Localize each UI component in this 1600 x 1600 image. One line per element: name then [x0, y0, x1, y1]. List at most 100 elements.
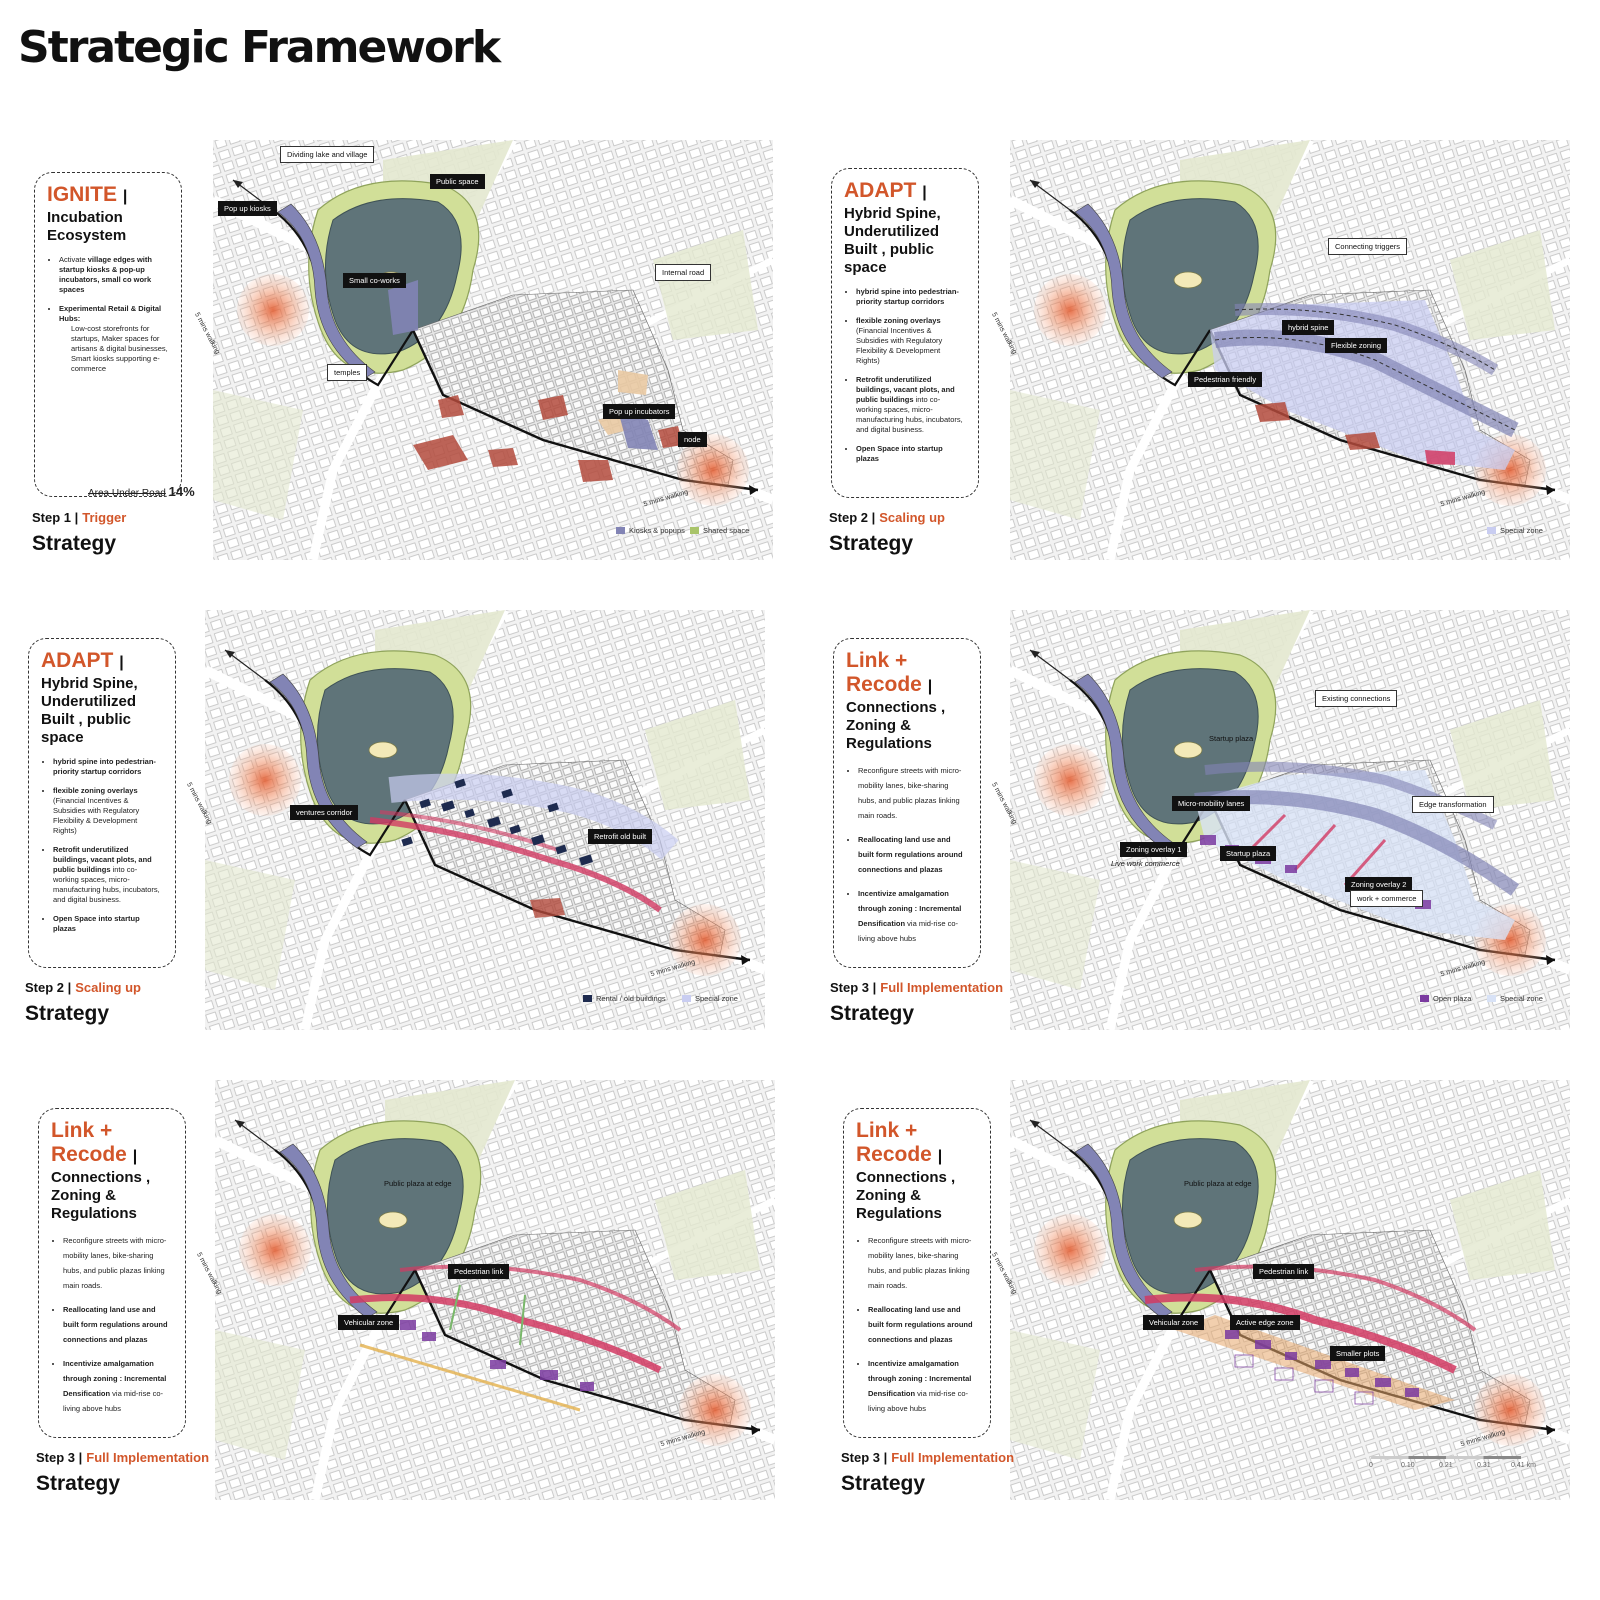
strategy-bullets: Reconfigure streets with micro-mobility … — [51, 1233, 173, 1416]
strategy-bullets: hybrid spine into pedestrian-priority st… — [41, 757, 163, 934]
scale-bar: 0 0.10 0.21 0.31 0.41 km — [1369, 1456, 1541, 1476]
scale-tick: 0.31 — [1477, 1462, 1491, 1469]
strategy-label: Strategy — [25, 1002, 110, 1025]
legend-swatch — [1487, 527, 1496, 534]
callout-pedestrian-friendly: Pedestrian friendly — [1188, 372, 1263, 387]
scale-bar-ruler — [1371, 1456, 1521, 1459]
callout-retrofit-old-built: Retrofit old built — [588, 829, 653, 844]
callout-public-space: Public space — [430, 174, 485, 189]
strategy-heading: IGNITE — [47, 183, 118, 206]
bullet-item: Retrofit underutilized buildings, vacant… — [856, 375, 966, 435]
strategy-label: Strategy — [32, 532, 117, 555]
strategy-label: Strategy — [841, 1472, 926, 1495]
bullet-item: Incentivize amalgamation through zoning … — [63, 1356, 173, 1416]
strategy-heading: Link + — [856, 1119, 918, 1142]
step-label: Step 1 |Trigger — [32, 510, 127, 525]
bullet-item: flexible zoning overlays(Financial Incen… — [856, 316, 966, 366]
bullet-item: hybrid spine into pedestrian-priority st… — [53, 757, 163, 777]
bullet-item: Experimental Retail & Digital Hubs:Low-c… — [59, 304, 169, 374]
scale-tick: 0 — [1369, 1462, 1373, 1469]
callout-pedestrian-link: Pedestrian link — [448, 1264, 510, 1279]
callout-smaller-plots: Smaller plots — [1330, 1346, 1386, 1361]
callout-public-plaza-at-edge: Public plaza at edge — [384, 1179, 452, 1188]
bullet-item: Incentivize amalgamation through zoning … — [858, 886, 968, 946]
strategy-heading-2: Recode — [856, 1143, 932, 1166]
step-label: Step 3 |Full Implementation — [36, 1450, 210, 1465]
callout-connecting-triggers: Connecting triggers — [1328, 238, 1408, 255]
callout-startup-plaza: Startup plaza — [1220, 846, 1277, 861]
legend-swatch — [1487, 995, 1496, 1002]
strategy-heading: Link + — [51, 1119, 113, 1142]
overlay-ignite — [388, 280, 683, 482]
callout-zoning-overlay-2: Zoning overlay 2 — [1345, 877, 1413, 892]
callout-ventures-corridor: ventures corridor — [290, 805, 359, 820]
callout-existing-connections: Existing connections — [1315, 690, 1398, 707]
bullet-item: Retrofit underutilized buildings, vacant… — [53, 845, 163, 905]
callout-small-co-works: Small co-works — [343, 273, 406, 288]
bullet-item: Reconfigure streets with micro-mobility … — [868, 1233, 978, 1293]
strategy-info-box: Link + Recode | Connections , Zoning & R… — [833, 638, 981, 968]
strategy-label: Strategy — [36, 1472, 121, 1495]
panel-step3-vehicular: Link + Recode | Connections , Zoning & R… — [20, 1070, 800, 1510]
strategy-heading: ADAPT — [844, 179, 917, 202]
legend-item: Shared space — [690, 526, 749, 535]
strategy-heading: Link + — [846, 649, 908, 672]
strategy-heading-2: Recode — [846, 673, 922, 696]
bullet-item: Reallocating land use and built form reg… — [868, 1302, 978, 1347]
callout-hybrid-spine: hybrid spine — [1282, 320, 1335, 335]
callout-edge-transformation: Edge transformation — [1412, 796, 1494, 813]
strategy-bullets: Reconfigure streets with micro-mobility … — [846, 763, 968, 946]
step-label: Step 3 |Full Implementation — [830, 980, 1004, 995]
strategy-subheading: Connections , Zoning & Regulations — [846, 699, 946, 752]
strategy-subheading: Incubation Ecosystem — [47, 209, 127, 244]
bullet-item: Reconfigure streets with micro-mobility … — [63, 1233, 173, 1293]
callout-temples: temples — [327, 364, 368, 381]
step-label: Step 2 |Scaling up — [25, 980, 141, 995]
overlay-active-edge — [1144, 1264, 1477, 1410]
bullet-item: Activate village edges with startup kios… — [59, 255, 169, 295]
bullet-item: Open Space into startup plazas — [856, 444, 966, 464]
overlay-hybrid-spine — [1210, 300, 1519, 470]
strategy-bullets: hybrid spine into pedestrian-priority st… — [844, 287, 966, 464]
strategy-subheading: Connections , Zoning & Regulations — [51, 1169, 151, 1222]
legend-swatch — [616, 527, 625, 534]
overlay-pedestrian-links — [349, 1264, 682, 1412]
scale-tick: 0.10 — [1401, 1462, 1415, 1469]
strategy-label: Strategy — [829, 532, 914, 555]
panel-step2-adapt: ADAPT | Hybrid Spine, Underutilized Buil… — [815, 130, 1595, 570]
callout-active-edge-zone: Active edge zone — [1230, 1315, 1300, 1330]
callout-vehicular-zone: Vehicular zone — [338, 1315, 400, 1330]
strategy-label: Strategy — [830, 1002, 915, 1025]
callout-startup-plaza-top: Startup plaza — [1209, 734, 1254, 743]
strategy-subheading: Hybrid Spine, Underutilized Built , publ… — [844, 205, 941, 276]
legend-swatch — [1420, 995, 1429, 1002]
callout-dividing-lake: Dividing lake and village — [280, 146, 375, 163]
strategy-info-box: ADAPT | Hybrid Spine, Underutilized Buil… — [28, 638, 176, 968]
bullet-item: hybrid spine into pedestrian-priority st… — [856, 287, 966, 307]
callout-pop-up-incubators: Pop up incubators — [603, 404, 676, 419]
scale-tick: 0.21 — [1439, 1462, 1453, 1469]
callout-micro-mobility-lanes: Micro-mobility lanes — [1172, 796, 1251, 811]
strategy-bullets: Reconfigure streets with micro-mobility … — [856, 1233, 978, 1416]
callout-live-work-commerce: Live work commerce — [1111, 859, 1180, 868]
bullet-item: Reallocating land use and built form reg… — [63, 1302, 173, 1347]
site-map — [815, 130, 1595, 570]
bullet-item: Incentivize amalgamation through zoning … — [868, 1356, 978, 1416]
legend-swatch — [583, 995, 592, 1002]
callout-pop-up-kiosks: Pop up kiosks — [218, 201, 277, 216]
bullet-item: Reconfigure streets with micro-mobility … — [858, 763, 968, 823]
step-label: Step 2 |Scaling up — [829, 510, 945, 525]
legend-item: Kiosks & popups — [616, 526, 685, 535]
legend-item: Rental / old buildings — [583, 994, 666, 1003]
strategy-heading: ADAPT — [41, 649, 114, 672]
callout-flexible-zoning: Flexible zoning — [1325, 338, 1388, 353]
panel-step3-link-recode: Link + Recode | Connections , Zoning & R… — [815, 600, 1595, 1040]
page-title: Strategic Framework — [18, 22, 501, 73]
legend-item: Special zone — [682, 994, 738, 1003]
site-map — [18, 130, 798, 570]
panel-step3-smaller-plots: Link + Recode | Connections , Zoning & R… — [815, 1070, 1595, 1510]
callout-work-commerce: work + commerce — [1350, 890, 1424, 907]
legend-item: Special zone — [1487, 994, 1543, 1003]
strategy-info-box: IGNITE | Incubation Ecosystem Activate v… — [34, 172, 182, 497]
legend-swatch — [682, 995, 691, 1002]
